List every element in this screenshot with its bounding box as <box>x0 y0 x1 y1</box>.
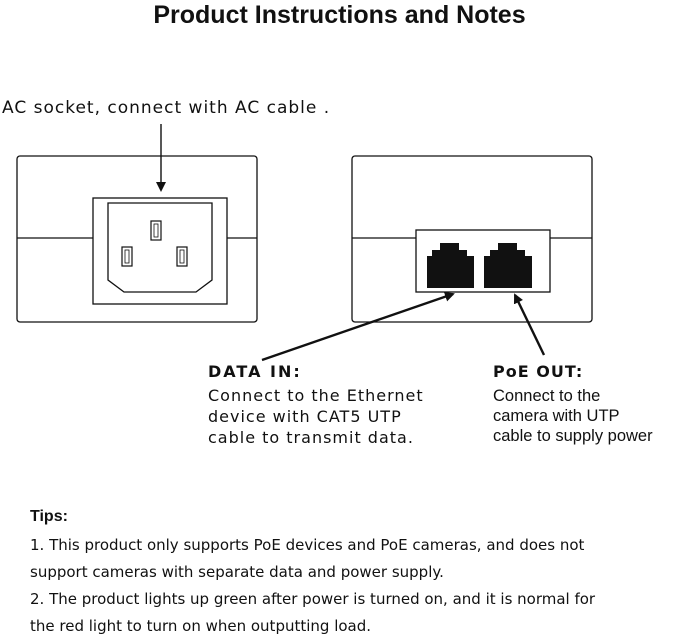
poe-out-heading: PoE OUT: <box>493 362 584 381</box>
poe-out-arrow <box>513 293 546 356</box>
page-title: Product Instructions and Notes <box>153 1 526 29</box>
tips-title: Tips: <box>30 508 68 525</box>
poe-out-line: Connect to the <box>493 387 601 405</box>
poe-out-line: cable to supply power <box>493 427 653 445</box>
data-in-description: Connect to the Ethernet device with CAT5… <box>208 385 424 448</box>
tip-item: 2. The product lights up green after pow… <box>30 590 596 635</box>
data-in-line: cable to transmit data. <box>208 428 414 447</box>
poe-out-port-icon <box>484 243 532 288</box>
rj45-side-panel <box>351 155 593 323</box>
data-in-arrow <box>261 291 455 362</box>
data-in-heading: DATA IN: <box>208 362 302 381</box>
data-in-port-icon <box>427 243 474 288</box>
ac-socket-icon <box>107 202 213 293</box>
ac-socket-label: AC socket, connect with AC cable . <box>2 98 331 118</box>
poe-out-line: camera with UTP <box>493 407 620 425</box>
ac-side-panel <box>16 155 258 323</box>
data-in-line: device with CAT5 UTP <box>208 407 402 426</box>
data-in-line: Connect to the Ethernet <box>208 386 424 405</box>
tip-item: 1. This product only supports PoE device… <box>30 536 585 581</box>
tips-section: Tips: 1. This product only supports PoE … <box>30 506 670 640</box>
poe-out-description: Connect to the camera with UTP cable to … <box>493 386 653 446</box>
